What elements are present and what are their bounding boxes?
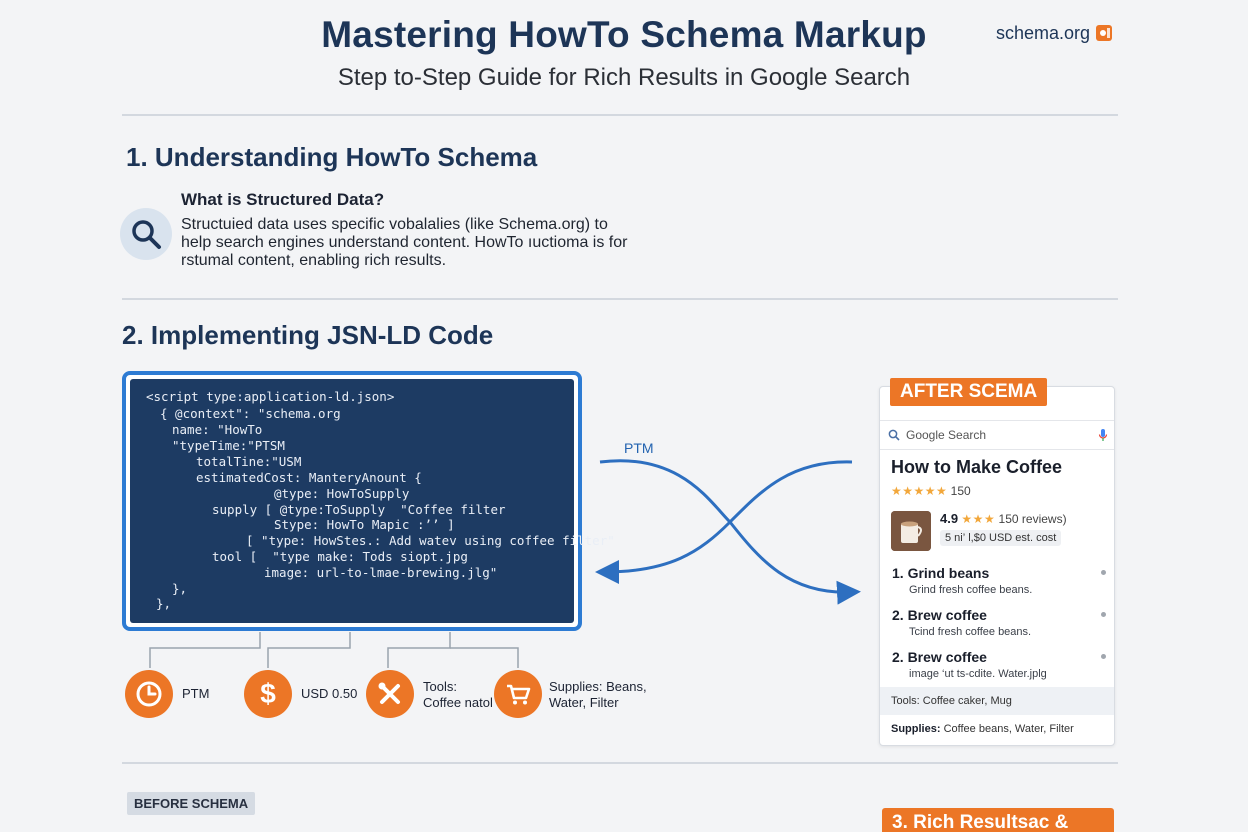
- supplies-summary: Supplies: Coffee beans, Water, Filter: [891, 723, 1074, 735]
- divider: [122, 114, 1118, 116]
- section3-badge: 3. Rich Resultsac & After: [882, 808, 1114, 832]
- step-item[interactable]: 2. Brew coffee Tcind fresh coffee beans.: [892, 607, 1106, 638]
- rating-detail: 4.9 ★★★ 150 reviews): [940, 511, 1067, 526]
- code-line: },: [172, 581, 188, 596]
- tools-label: Tools:: [423, 679, 457, 694]
- dollar-icon: $: [244, 670, 292, 718]
- crossing-arrows: [595, 459, 861, 605]
- supplies-summary-value: Coffee beans, Water, Filter: [943, 723, 1074, 735]
- brand-name: schema.org: [996, 22, 1091, 43]
- structured-data-heading: What is Structured Data?: [181, 190, 385, 209]
- step-title: 1. Grind beans: [892, 565, 990, 581]
- code-line: { @context": "schema.org: [160, 406, 341, 421]
- code-line: tool [ "type make: Tods siopt.jpg: [212, 549, 468, 564]
- step-description: Tcind fresh coffee beans.: [909, 626, 1032, 638]
- after-schema-badge: AFTER SCEMA: [890, 378, 1048, 406]
- connector-lines: [149, 632, 519, 668]
- property-label-time: PTM: [182, 686, 210, 701]
- search-bar[interactable]: Google Search: [880, 420, 1114, 450]
- supplies-summary-label: Supplies:: [891, 723, 941, 735]
- step-description: Grind fresh coffee beans.: [909, 584, 1033, 596]
- step-bullet-icon: [1101, 612, 1106, 617]
- brand-logo-link[interactable]: schema.org: [996, 22, 1116, 44]
- arrow-label: PTM: [624, 440, 654, 456]
- estimated-cost-chip: 5 ni’ l,$0 USD est. cost: [940, 530, 1062, 546]
- tools-value: Coffee natol: [423, 695, 493, 710]
- review-count: 150: [950, 484, 971, 498]
- step-title: 2. Brew coffee: [892, 649, 987, 665]
- supplies-label: Supplies: Beans,: [549, 679, 647, 694]
- code-line: image: url-to-lmae-brewing.jlg": [264, 565, 498, 580]
- code-line: <script type:application-ld.json>: [146, 389, 395, 404]
- rating-reviews: 150 reviews): [998, 512, 1067, 526]
- jsonld-code-block: <script type:application-ld.json> { @con…: [122, 371, 615, 631]
- property-label-tools: Tools: Coffee natol: [423, 679, 493, 711]
- code-line: "typeTime:"PTSM: [172, 438, 285, 453]
- microphone-icon[interactable]: [1098, 428, 1108, 442]
- divider: [122, 298, 1118, 300]
- section2-title: 2. Implementing JSN-LD Code: [122, 320, 494, 350]
- step-bullet-icon: [1101, 654, 1106, 659]
- rating-summary: ★★★★★ 150: [891, 484, 971, 498]
- supplies-value: Water, Filter: [549, 695, 619, 710]
- before-schema-tag: BEFORE SCHEMA: [127, 792, 256, 815]
- page-title: Mastering HowTo Schema Markup: [321, 14, 927, 55]
- code-line: [ "type: HowStes.: Add watev using coffe…: [246, 533, 615, 548]
- google-rich-result-card: Google Search How to Make Coffee ★★★★★ 1…: [879, 386, 1115, 746]
- divider: [122, 762, 1118, 764]
- code-line: estimatedCost: ManteryAnount {: [196, 470, 422, 485]
- property-label-cost: USD 0.50: [301, 686, 358, 701]
- section1-title: 1. Understanding HowTo Schema: [126, 142, 538, 172]
- rating-value: 4.9: [940, 511, 959, 526]
- property-label-supplies: Supplies: Beans, Water, Filter: [549, 679, 647, 711]
- schema-logo-icon: [1096, 25, 1113, 41]
- star-rating-icon: ★★★★★: [891, 484, 948, 498]
- code-line: name: "HowTo: [172, 422, 263, 437]
- code-line: @type: HowToSupply: [274, 486, 410, 501]
- page-subtitle: Step to-Step Guide for Rich Results in G…: [337, 64, 911, 91]
- coffee-thumbnail: [891, 511, 931, 551]
- clock-icon: [125, 670, 173, 718]
- code-line: },: [156, 596, 172, 611]
- search-icon: [888, 429, 900, 441]
- step-item[interactable]: 1. Grind beans Grind fresh coffee beans.: [892, 565, 1106, 596]
- code-line: totalTine:"USM: [196, 454, 302, 469]
- step-title: 2. Brew coffee: [892, 607, 987, 623]
- code-line: supply [ @type:ToSupply "Coffee filter: [212, 502, 506, 517]
- search-input[interactable]: Google Search: [906, 428, 987, 442]
- cart-icon: [494, 670, 542, 718]
- result-title[interactable]: How to Make Coffee: [891, 457, 1063, 477]
- code-line: Stype: HowTo Mapic :’’ ]: [274, 517, 455, 532]
- step-description: image ‘ut ts-cdite. Water.jplg: [909, 668, 1047, 680]
- structured-data-description: Structuied data uses specific vobalalies…: [181, 216, 628, 269]
- rating-stars-icon: ★★★: [961, 512, 996, 526]
- tools-summary: Tools: Coffee caker, Mug: [880, 687, 1114, 715]
- step-item[interactable]: 2. Brew coffee image ‘ut ts-cdite. Water…: [892, 649, 1106, 680]
- magnifier-icon: [120, 208, 172, 260]
- step-bullet-icon: [1101, 570, 1106, 575]
- tools-icon: [366, 670, 414, 718]
